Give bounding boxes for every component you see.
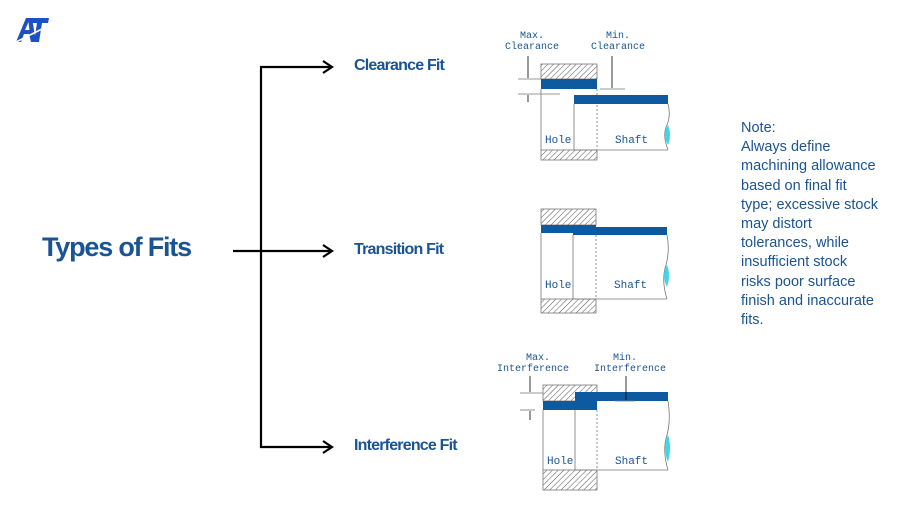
note-line: may distort	[741, 216, 812, 233]
hole-bottom-wall	[542, 469, 598, 491]
shaft-label: Shaft	[615, 135, 648, 147]
max-interference-label-top: Max.	[526, 353, 550, 364]
interference-fit-diagram: Max. Interference Min. Interference Hole…	[490, 340, 690, 500]
note-line: fits.	[741, 312, 764, 329]
hole-tolerance-band	[541, 225, 596, 233]
min-interference-label-bottom: Interference	[594, 363, 666, 375]
trunk-connector	[259, 65, 331, 449]
max-clearance-label-bottom: Clearance	[505, 41, 559, 53]
shaft-tolerance-band	[574, 95, 668, 104]
arrowhead-interference	[322, 440, 334, 454]
break-mark	[665, 435, 670, 462]
shaft-label: Shaft	[615, 456, 648, 468]
note-heading: Note:	[741, 120, 776, 136]
max-interference-label-bottom: Interference	[497, 363, 569, 375]
note-line: Always define	[741, 139, 831, 156]
note-line: finish and inaccurate	[741, 292, 874, 309]
shaft-tolerance-band	[575, 392, 668, 401]
note-line: tolerances, while	[741, 235, 849, 252]
note-line: machining allowance	[741, 158, 876, 175]
hole-label: Hole	[545, 280, 571, 292]
hole-tolerance-band	[543, 401, 597, 410]
note-line: type; excessive stock	[741, 196, 878, 213]
break-mark	[665, 125, 670, 145]
page-title: Types of Fits	[42, 232, 192, 262]
min-interference-label-top: Min.	[613, 352, 637, 364]
max-clearance-label-top: Max.	[520, 31, 544, 42]
hole-bottom-wall	[540, 298, 597, 314]
shaft-tolerance-band	[573, 227, 667, 235]
company-logo-icon	[14, 18, 49, 44]
fit-label-interference: Interference Fit	[354, 437, 458, 454]
note-line: risks poor surface	[741, 273, 856, 290]
arrowhead-clearance	[322, 60, 334, 74]
min-clearance-label-bottom: Clearance	[591, 41, 645, 53]
fit-label-clearance: Clearance Fit	[354, 57, 445, 74]
transition-fit-diagram: Hole Shaft	[490, 195, 690, 355]
note-line: insufficient stock	[741, 254, 848, 271]
hole-top-wall	[540, 208, 597, 226]
note-block: Note: Always define machining allowance …	[741, 119, 920, 330]
hole-label: Hole	[547, 456, 573, 468]
tree-connectors	[233, 60, 334, 454]
hole-top-wall	[540, 63, 598, 80]
hole-tolerance-band	[541, 79, 597, 89]
break-mark	[664, 265, 669, 287]
hole-label: Hole	[545, 135, 571, 147]
arrowhead-transition	[322, 244, 334, 258]
shaft-label: Shaft	[614, 280, 647, 292]
fit-label-transition: Transition Fit	[354, 241, 444, 258]
min-clearance-label-top: Min.	[606, 30, 630, 42]
clearance-fit-diagram: Max. Clearance Min. Clearance Hole Shaft	[490, 20, 690, 180]
note-line: based on final fit	[741, 177, 847, 194]
hole-bottom-wall	[540, 149, 598, 161]
